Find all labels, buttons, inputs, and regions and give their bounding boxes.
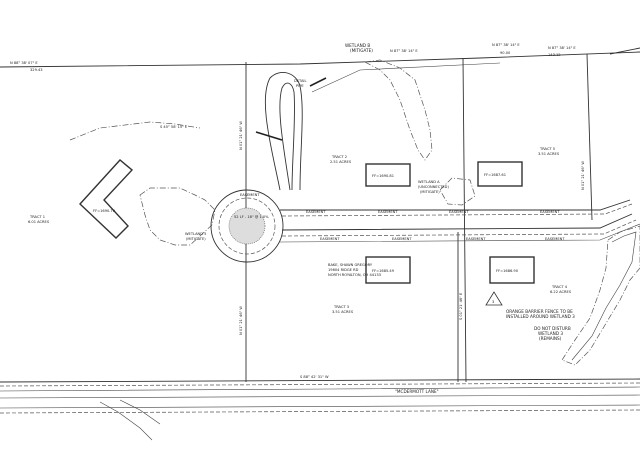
- bearing-near-wetland: N 87° 38' 14" E: [390, 49, 418, 53]
- cul-de-sac: [210, 189, 284, 263]
- easement-9: EASEMENT: [545, 237, 565, 241]
- road-edge-2: [0, 386, 640, 392]
- building-tract-1: [79, 159, 134, 239]
- note-1-line-2: INSTALLED AROUND WETLAND 3: [506, 314, 575, 319]
- road-south-edge: [281, 213, 633, 231]
- tract-1-acres: 6.01 ACRES: [28, 220, 50, 224]
- road-centerline: [0, 394, 640, 399]
- ff-tract-1: FF=1690.70: [93, 209, 116, 213]
- driveway-edge: [119, 399, 161, 425]
- owner-line-3: NORTH ROYALTON, OH 44133: [328, 273, 381, 277]
- owner-line-2: 19604 RIDGE RD: [328, 268, 359, 272]
- ff-tract-5: FF=1686.90: [496, 269, 519, 273]
- road-south-centerline: [281, 219, 637, 237]
- east-boundary: [609, 47, 640, 55]
- note-2-line-2: WETLAND 3: [538, 331, 563, 336]
- south-property-line: [0, 378, 640, 383]
- wetland-b-label: WETLAND B: [345, 43, 370, 48]
- wetland-b-note-2: PIPE: [296, 84, 304, 88]
- tract-2-label: TRACT 2: [331, 155, 347, 159]
- dim-4: N 01° 21' 46" W: [581, 161, 585, 190]
- bearing-top-right: N 87° 38' 14" E: [492, 43, 520, 47]
- distance-top: 90.00: [500, 51, 511, 55]
- wetland-5-sub: (MITIGATE): [186, 237, 206, 241]
- driveway: [99, 401, 153, 441]
- road-north-edge: [280, 199, 631, 211]
- owner-line-1: BAKE, SHAWN GREGORY: [328, 263, 373, 267]
- wetland-b-drive-outer: [264, 71, 303, 191]
- note-2-line-3: (REMAINS): [539, 336, 562, 341]
- wetland-b-sub: (MITIGATE): [350, 48, 373, 53]
- wetland-a-outline: [439, 177, 476, 206]
- dim-3: S 01° 21' 46" E: [459, 292, 463, 320]
- tract-3-label: TRACT 3: [333, 305, 349, 309]
- tract-line-2: [462, 57, 467, 383]
- note-triangle: [485, 291, 503, 306]
- tract-1-label: TRACT 1: [29, 215, 45, 219]
- wetland-a-sub1: (UNCONNECTED): [418, 185, 449, 189]
- culvert-2: [309, 77, 327, 87]
- easement-2: EASEMENT: [378, 210, 398, 214]
- bearing-top-left: N 88° 38' 07" E: [10, 61, 38, 65]
- tract-4-acres: 6.22 ACRES: [550, 290, 572, 294]
- bearing-mid: N 87° 38' 14" E: [548, 46, 576, 50]
- wetland-1-outline: [69, 121, 201, 141]
- tract-4-label: TRACT 4: [551, 285, 568, 289]
- north-property-line: [0, 51, 640, 68]
- distance-top-left: 329.43: [30, 68, 43, 72]
- pipe-label: 52 LF - 18" @ 1.0%: [234, 215, 269, 219]
- ff-tract-4: FF=1685.49: [372, 269, 395, 273]
- bearing-left: S 45° 58' 15" E: [160, 125, 188, 129]
- wetland-b-drive-inner: [279, 82, 296, 191]
- easement-8: EASEMENT: [466, 237, 486, 241]
- wetland-3-outline: [561, 225, 640, 366]
- road-name: "MCDERMOTT LANE": [395, 389, 439, 394]
- dim-1: N 01° 21' 46" W: [239, 121, 243, 150]
- note-triangle-number: 3: [492, 300, 494, 304]
- road-north-centerline: [281, 203, 633, 217]
- road-edge-1: [0, 382, 640, 387]
- wetland-5-label: WETLAND 5: [185, 232, 206, 236]
- easement-1: EASEMENT: [306, 210, 326, 214]
- wetland-b-outline: [363, 59, 433, 161]
- easement-6: EASEMENT: [320, 237, 340, 241]
- easement-5: EASEMENT: [240, 193, 260, 197]
- tract-2-acres: 2.51 ACRES: [330, 160, 352, 164]
- road-edge-outer: [279, 223, 640, 243]
- easement-4: EASEMENT: [540, 210, 560, 214]
- easement-3: EASEMENT: [449, 210, 469, 214]
- road-edge-3: [0, 404, 640, 409]
- tract-3-acres: 3.51 ACRES: [332, 310, 354, 314]
- distance-top-right: 143.12: [548, 53, 561, 57]
- dim-2: N 01° 21' 46" W: [239, 306, 243, 335]
- ff-tract-3: FF=1687.61: [484, 173, 506, 177]
- wetland-a-label: WETLAND A: [418, 180, 440, 184]
- tract-5-acres: 3.51 ACRES: [538, 152, 560, 156]
- easement-7: EASEMENT: [392, 237, 412, 241]
- wetland-b-line: [311, 62, 501, 93]
- culvert-1: [255, 131, 283, 141]
- wetland-b-note-1: DETAIL: [294, 79, 306, 83]
- bearing-road: S 88° 42' 31" W: [300, 375, 329, 379]
- note-1-line-1: ORANGE BARRIER FENCE TO BE: [506, 309, 573, 314]
- building-tract-4: [489, 256, 535, 284]
- wetland-a-sub2: (MITIGATE): [420, 190, 440, 194]
- tract-5-label: TRACT 5: [539, 147, 555, 151]
- barrier-fence: [571, 231, 637, 361]
- building-tract-5: [477, 161, 523, 187]
- road-edge-4: [0, 409, 640, 414]
- ff-tract-2: FF=1690.81: [372, 174, 394, 178]
- building-tract-3: [365, 256, 411, 284]
- note-2-line-1: DO NOT DISTURB: [534, 326, 571, 331]
- building-tract-2: [365, 163, 411, 187]
- tract-line-3: [586, 53, 593, 221]
- wetland-5-outline: [139, 187, 216, 246]
